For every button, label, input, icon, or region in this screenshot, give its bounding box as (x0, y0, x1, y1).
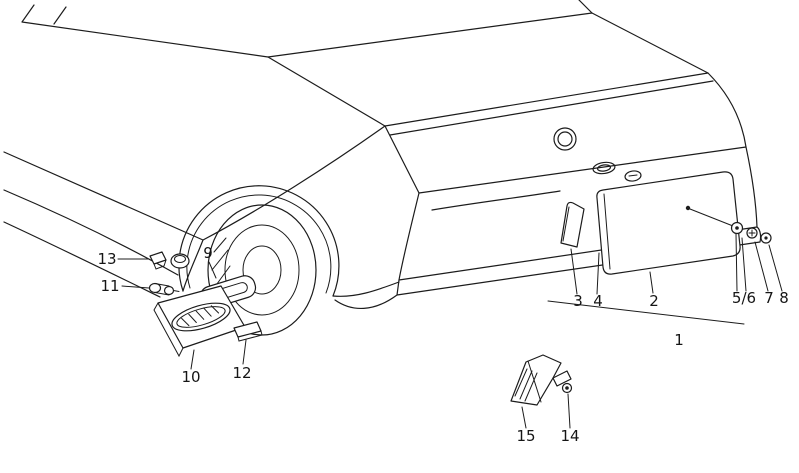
wheel-arch-outer (178, 185, 340, 297)
callout-2[interactable]: 2 (649, 292, 659, 310)
leader-15 (521, 406, 527, 429)
callout-12[interactable]: 12 (232, 364, 251, 382)
leader-12 (242, 339, 247, 365)
part-2-license-plate-base (596, 171, 741, 275)
leader-lines (117, 233, 783, 429)
rocker-line-upper (3, 189, 179, 276)
roof-edge-lines (21, 0, 593, 58)
leader-5-6 (735, 233, 747, 292)
part-2-mount-hole (685, 205, 691, 211)
rocker-line-lower (3, 221, 161, 298)
part-12-pad (233, 321, 263, 342)
leader-10 (190, 349, 195, 370)
tail-panel-edges (398, 146, 758, 281)
callout-13[interactable]: 13 (97, 250, 116, 268)
bumper-outline (334, 226, 762, 310)
callout-4[interactable]: 4 (593, 292, 603, 310)
trunk-emblem-icon (553, 127, 577, 151)
part-15-bracket (510, 354, 572, 406)
part-11-bulb-socket (148, 282, 180, 296)
callout-labels: 13 11 9 10 12 3 4 2 5/6 7 8 1 15 14 (97, 244, 788, 445)
fasteners-5-6-7-8 (730, 221, 772, 244)
callout-14[interactable]: 14 (560, 427, 579, 445)
license-lamp-and-lock (592, 161, 642, 182)
callout-7[interactable]: 7 (764, 289, 774, 307)
callout-1[interactable]: 1 (674, 331, 684, 349)
wheel-arch-inner (186, 194, 332, 294)
callout-5-6[interactable]: 5/6 (732, 289, 756, 307)
quarter-crease (332, 281, 400, 297)
leader-11 (121, 285, 150, 289)
callout-15[interactable]: 15 (516, 427, 535, 445)
car-body-drawing (3, 0, 762, 336)
part-13-clip (149, 251, 190, 270)
callout-9[interactable]: 9 (203, 244, 213, 262)
trunk-lid-outline (384, 72, 747, 194)
callout-8[interactable]: 8 (779, 289, 789, 307)
window-trim-line (389, 80, 714, 136)
callout-10[interactable]: 10 (181, 368, 200, 386)
leader-2 (649, 271, 654, 294)
part-10-lamp-housing (153, 285, 246, 358)
leader-7 (754, 241, 769, 292)
leader-4 (596, 252, 600, 295)
trunk-emblem-inner (557, 131, 573, 147)
leader-3 (570, 248, 578, 295)
rear-window-outline (267, 12, 709, 127)
callout-11[interactable]: 11 (100, 277, 119, 295)
beltline (3, 151, 204, 292)
leader-8 (768, 244, 783, 292)
leader-9 (208, 261, 217, 279)
leader-14 (567, 393, 571, 429)
leader-1 (547, 300, 745, 325)
callout-3[interactable]: 3 (573, 292, 583, 310)
shoulder-line (202, 125, 386, 241)
part-3-corner-trim (560, 201, 585, 248)
